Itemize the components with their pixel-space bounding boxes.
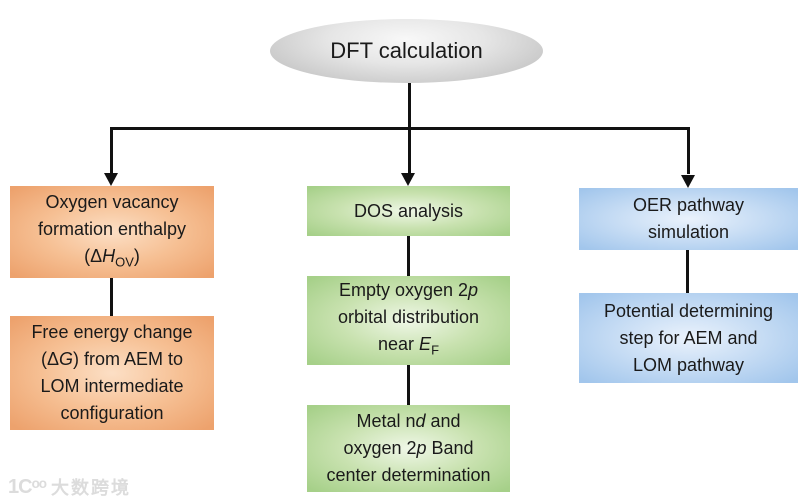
box-text-line: orbital distribution xyxy=(337,307,480,328)
box-empty-oxygen-2p-orbital: Empty oxygen 2p orbital distribution near … xyxy=(307,276,510,365)
box-text-line: DOS analysis xyxy=(353,200,464,221)
box-text-line: Free energy change xyxy=(31,322,193,342)
arrow-down-icon-left xyxy=(104,173,118,186)
connector-right-stem xyxy=(687,127,690,174)
box-band-center-determination: Metal nd and oxygen 2p Band center determi… xyxy=(307,405,510,492)
arrow-down-icon-middle xyxy=(401,173,415,186)
box-text-line: Potential determining xyxy=(603,300,774,321)
connector-horizontal-bar xyxy=(111,127,690,130)
connector-middle-column-1 xyxy=(407,236,410,276)
box-text-line: OER pathway xyxy=(632,195,745,215)
connector-middle-column-2 xyxy=(407,365,410,405)
box-text-line: Oxygen vacancy xyxy=(45,191,179,212)
connector-right-column xyxy=(686,250,689,293)
box-oer-pathway-simulation: OER pathway simulation xyxy=(579,188,798,250)
root-node-label: DFT calculation xyxy=(330,38,483,63)
connector-left-stem xyxy=(110,127,113,174)
box-dos-analysis: DOS analysis xyxy=(307,186,510,236)
box-text-line: step for AEM and xyxy=(619,327,758,348)
box-text-line: LOM pathway xyxy=(632,354,745,375)
box-text-line: center determination xyxy=(326,465,491,485)
box-text-line: formation enthalpy xyxy=(37,218,187,239)
watermark-text: 大数跨境 xyxy=(50,478,131,498)
box-text-line: (ΔG) from AEM to xyxy=(40,349,184,369)
root-node-ellipse: DFT calculation xyxy=(270,19,543,83)
box-text-line: LOM intermediate xyxy=(40,376,184,396)
box-text-line: Metal nd and xyxy=(356,411,461,431)
arrow-down-icon-right xyxy=(681,175,695,188)
box-text-line: oxygen 2p Band xyxy=(343,438,474,458)
box-text-line: simulation xyxy=(647,222,730,242)
connector-left-column xyxy=(110,278,113,316)
watermark-logo-icon: 1Cᵒᵒ xyxy=(8,475,47,498)
box-text-line: configuration xyxy=(60,403,164,423)
box-text-line: near EF xyxy=(378,334,439,358)
box-free-energy-change: Free energy change (ΔG) from AEM to LOM in… xyxy=(10,316,214,430)
box-text-line: (ΔHOV) xyxy=(84,245,140,270)
watermark: 1Cᵒᵒ 大数跨境 xyxy=(8,474,131,500)
box-text-line: Empty oxygen 2p xyxy=(338,280,479,301)
box-oxygen-vacancy-formation-enthalpy: Oxygen vacancy formation enthalpy (ΔHOV) xyxy=(10,186,214,278)
